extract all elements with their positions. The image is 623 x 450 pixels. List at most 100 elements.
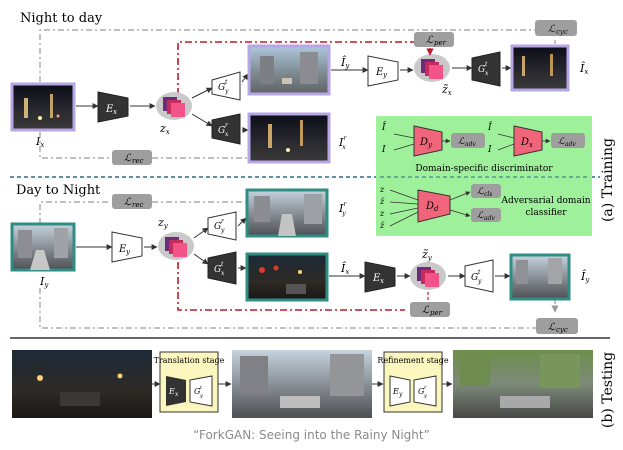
night-to-day-label: Night to day xyxy=(20,11,103,26)
latent-zx xyxy=(156,92,192,120)
svg-text:x: x xyxy=(485,70,489,77)
generator-Gx-t-bottom: G t x xyxy=(207,251,237,285)
svg-text:x: x xyxy=(380,277,384,285)
label-Ix-hat: Îx xyxy=(340,261,349,276)
discriminator-Dx xyxy=(513,125,543,157)
svg-text:t: t xyxy=(485,61,488,68)
adversarial-domain-title: Adversarial domain xyxy=(501,196,591,206)
svg-text:G: G xyxy=(214,265,221,275)
svg-text:per: per xyxy=(434,39,447,47)
cyc-path-top xyxy=(39,29,540,82)
loss-cls xyxy=(471,184,501,198)
svg-text:z: z xyxy=(379,209,385,218)
svg-text:t: t xyxy=(200,385,203,391)
loss-adv-Dd xyxy=(471,208,501,222)
loss-cyc-bottom: ℒ cyc xyxy=(536,318,578,334)
classifier-title: classifier xyxy=(525,208,567,218)
generator-Gx-t: G t x xyxy=(471,51,501,87)
discriminator-panel: Î I D y ℒ adv Î I D x ℒ adv Domain-speci… xyxy=(376,116,592,236)
svg-text:E: E xyxy=(105,104,114,115)
svg-text:ℒ: ℒ xyxy=(458,137,465,147)
svg-text:ℒ: ℒ xyxy=(426,35,434,46)
test-translated-day xyxy=(232,350,372,418)
image-Iy-hat-out xyxy=(509,253,571,301)
svg-text:r: r xyxy=(424,385,427,391)
svg-text:t: t xyxy=(225,79,228,86)
encoder-Ex-bottom: E x xyxy=(364,261,396,293)
svg-text:E: E xyxy=(375,67,384,78)
svg-text:cyc: cyc xyxy=(556,28,568,36)
svg-text:y: y xyxy=(398,391,403,398)
translation-stage-title: Translation stage xyxy=(154,356,225,365)
svg-text:y: y xyxy=(199,393,203,399)
svg-text:z: z xyxy=(379,185,385,194)
svg-text:G: G xyxy=(478,65,485,75)
svg-text:G: G xyxy=(218,126,225,136)
svg-text:ℒ: ℒ xyxy=(124,153,132,164)
test-input-night xyxy=(12,350,152,418)
svg-text:Î: Î xyxy=(487,121,493,133)
svg-text:y: y xyxy=(427,141,433,149)
generator-Gy-t-bottom: G t y xyxy=(464,259,494,293)
svg-text:D: D xyxy=(419,137,428,148)
svg-text:adv: adv xyxy=(465,141,476,148)
svg-text:I: I xyxy=(381,145,386,155)
encoder-Ey-top: E y xyxy=(367,55,399,87)
label-zx: zx xyxy=(159,122,170,136)
svg-text:y: y xyxy=(220,227,225,234)
svg-text:adv: adv xyxy=(565,141,576,148)
svg-text:d: d xyxy=(434,205,439,213)
svg-text:r: r xyxy=(221,218,225,225)
generator-Gy-t: G t y xyxy=(211,71,241,101)
svg-text:t: t xyxy=(221,261,224,268)
label-Ix: Ix xyxy=(35,135,44,149)
encoder-Ey-bottom: E y xyxy=(111,231,143,263)
image-Iy-day xyxy=(10,222,76,272)
image-Ix-hat-bottom xyxy=(245,252,329,302)
svg-text:x: x xyxy=(221,270,225,277)
image-Iy-hat-top xyxy=(247,44,331,96)
svg-text:y: y xyxy=(477,278,482,285)
svg-text:y: y xyxy=(224,88,229,95)
svg-text:adv: adv xyxy=(484,215,495,222)
loss-per-top: ℒ per xyxy=(414,32,454,47)
svg-text:ℒ: ℒ xyxy=(548,322,556,333)
svg-text:x: x xyxy=(175,391,179,398)
label-zy: zy xyxy=(157,216,169,230)
svg-text:E: E xyxy=(168,387,175,396)
latent-zy-tilde xyxy=(410,262,446,290)
image-Iy-r xyxy=(245,188,329,238)
svg-text:cls: cls xyxy=(484,191,492,198)
svg-text:G: G xyxy=(471,273,478,283)
svg-text:E: E xyxy=(372,273,381,284)
svg-text:ℒ: ℒ xyxy=(477,187,484,197)
svg-text:rec: rec xyxy=(132,157,143,165)
image-Ix-night xyxy=(10,82,76,132)
svg-text:D: D xyxy=(520,137,529,148)
svg-text:y: y xyxy=(423,393,427,399)
svg-text:Î: Î xyxy=(381,121,387,133)
discriminator-Dy xyxy=(413,125,443,157)
svg-text:E: E xyxy=(118,244,127,255)
per-path-top xyxy=(177,41,415,95)
label-Ix-hat-out: Îx xyxy=(579,61,588,76)
svg-text:x: x xyxy=(225,131,229,138)
svg-text:G: G xyxy=(418,387,425,396)
translation-stage-box: Translation stage E x G t y xyxy=(154,351,225,413)
image-Ix-hat-out xyxy=(510,44,570,92)
svg-text:ℒ: ℒ xyxy=(124,197,132,208)
svg-text:ℒ: ℒ xyxy=(558,137,565,147)
svg-text:cyc: cyc xyxy=(556,326,568,334)
label-Iy-hat-out: Îy xyxy=(580,269,590,284)
svg-text:G: G xyxy=(214,222,221,232)
testing-label: (b) Testing xyxy=(600,352,616,428)
refinement-stage-title: Refinement stage xyxy=(377,356,448,365)
loss-rec-top: ℒ rec xyxy=(112,150,152,165)
test-refined-day xyxy=(453,350,593,418)
svg-text:t: t xyxy=(478,269,481,276)
loss-per-bottom: ℒ per xyxy=(410,302,450,317)
svg-text:G: G xyxy=(194,387,201,396)
